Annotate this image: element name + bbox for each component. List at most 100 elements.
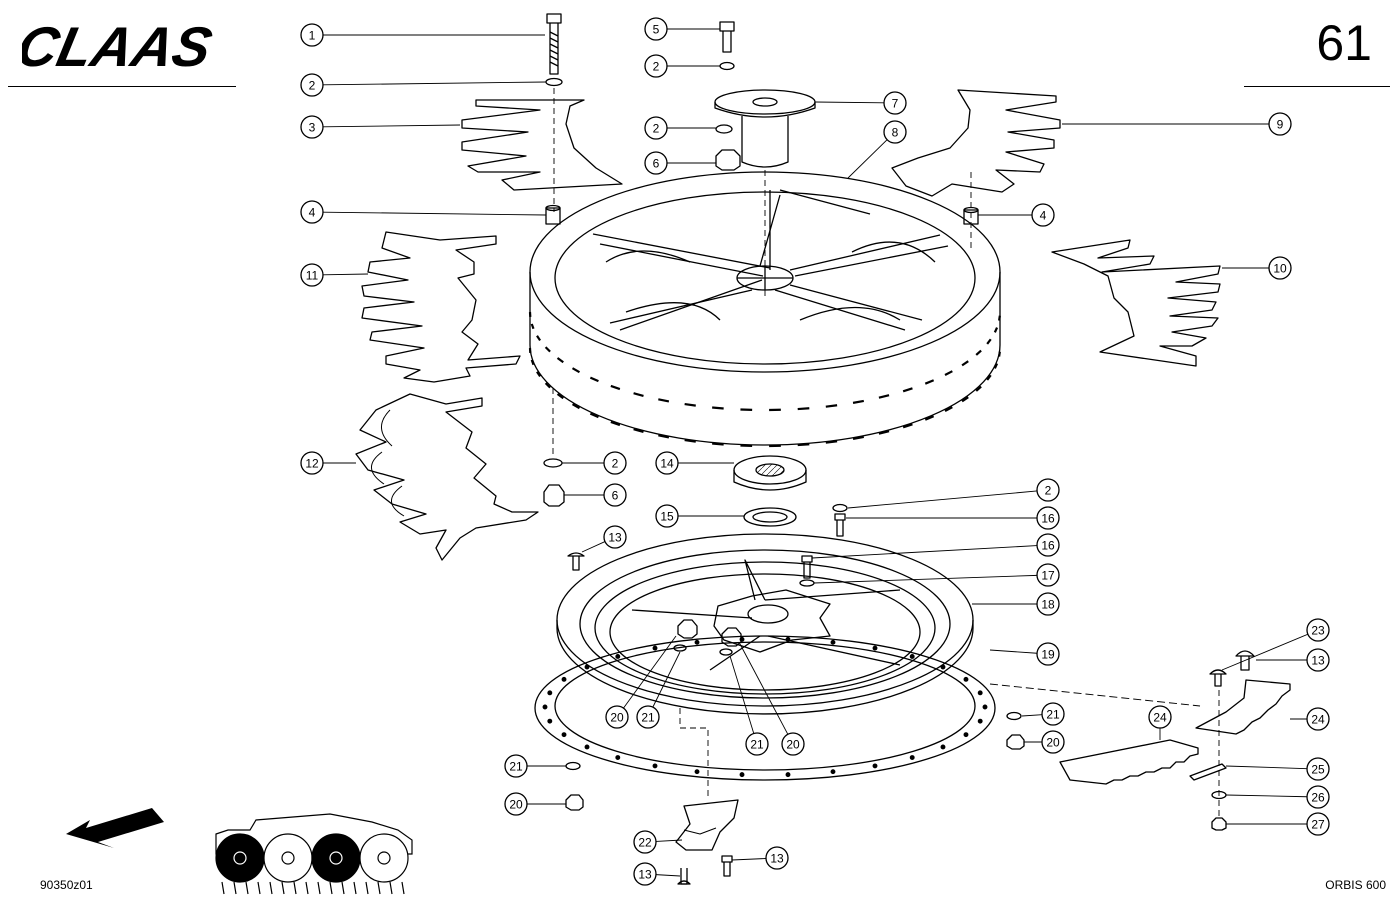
callout-15: 15 bbox=[655, 504, 679, 528]
callout-5: 5 bbox=[644, 17, 668, 41]
callout-number: 19 bbox=[1041, 648, 1055, 662]
callout-21: 21 bbox=[504, 754, 528, 778]
ring-bolt-hole bbox=[652, 645, 658, 651]
ring-bolt-hole bbox=[561, 732, 567, 738]
callout-circle bbox=[1268, 256, 1292, 280]
callout-number: 18 bbox=[1041, 598, 1055, 612]
wheel-slot bbox=[684, 439, 696, 443]
seal-ring-15 bbox=[743, 507, 797, 527]
brand-text: CLAAS bbox=[22, 18, 218, 74]
callout-circle bbox=[633, 830, 657, 854]
star-hub bbox=[713, 589, 831, 653]
ring-bolt-hole bbox=[561, 676, 567, 682]
callout-leader-line bbox=[811, 545, 1038, 559]
ring-bolt-hole bbox=[982, 704, 988, 710]
wheel-slot bbox=[556, 357, 564, 364]
blade-24-right bbox=[1195, 679, 1291, 735]
callout-13: 13 bbox=[765, 846, 789, 870]
wheel-slot bbox=[986, 338, 992, 345]
callout-number: 21 bbox=[750, 738, 764, 752]
mounting-ring-19 bbox=[534, 635, 996, 781]
wheel-slot bbox=[878, 394, 890, 399]
wheel-slot bbox=[825, 440, 838, 444]
callout-circle bbox=[1036, 533, 1060, 557]
bolt-13-lower-right bbox=[721, 855, 733, 877]
callout-2: 2 bbox=[644, 116, 668, 140]
plate-25 bbox=[1189, 763, 1227, 781]
callout-number: 2 bbox=[1045, 484, 1052, 498]
callout-circle bbox=[300, 263, 324, 287]
wheel-slot bbox=[924, 415, 935, 421]
callout-number: 2 bbox=[612, 457, 619, 471]
wheel-slot bbox=[530, 323, 535, 330]
callout-leader-line bbox=[655, 839, 683, 842]
wheel-slot bbox=[825, 404, 838, 408]
callout-number: 20 bbox=[509, 798, 523, 812]
wheel-slot bbox=[571, 367, 581, 374]
callout-circle bbox=[1041, 702, 1065, 726]
ring-bolt-hole bbox=[872, 763, 878, 769]
callout-number: 25 bbox=[1311, 763, 1325, 777]
callout-circle bbox=[603, 483, 627, 507]
wheel-slot bbox=[852, 435, 865, 440]
callout-circle bbox=[781, 732, 805, 756]
wheel-slot bbox=[658, 398, 670, 403]
callout-23: 23 bbox=[1306, 618, 1330, 642]
callout-number: 21 bbox=[1046, 708, 1060, 722]
hub-flange-7 bbox=[714, 89, 816, 168]
wheel-slot bbox=[684, 403, 696, 407]
ring-bolt-hole bbox=[547, 718, 553, 724]
wheel-slot bbox=[536, 371, 542, 378]
callout-number: 4 bbox=[309, 206, 316, 220]
callout-circle bbox=[883, 120, 907, 144]
callout-circle bbox=[504, 754, 528, 778]
callout-number: 13 bbox=[1311, 654, 1325, 668]
callout-circle bbox=[1306, 757, 1330, 781]
ring-bolt-hole bbox=[830, 639, 836, 645]
bolt-1 bbox=[546, 13, 562, 75]
callout-circle bbox=[1031, 203, 1055, 227]
callout-circle bbox=[745, 732, 769, 756]
ring-bolt-hole bbox=[940, 744, 946, 750]
washer-2-lower bbox=[543, 458, 563, 468]
rotor-wheel-8 bbox=[529, 171, 1001, 446]
callout-leader-line bbox=[322, 81, 547, 86]
callout-circle bbox=[1036, 478, 1060, 502]
washer-21-left bbox=[565, 761, 581, 771]
model-name: ORBIS 600 bbox=[1325, 878, 1386, 892]
callout-14: 14 bbox=[655, 451, 679, 475]
header-rule-right bbox=[1244, 86, 1390, 87]
callout-circle bbox=[605, 705, 629, 729]
ring-bolt-hole bbox=[584, 664, 590, 670]
bolt-16a bbox=[834, 513, 846, 537]
callout-circle bbox=[603, 525, 627, 549]
callout-circle bbox=[1306, 785, 1330, 809]
callout-2: 2 bbox=[300, 73, 324, 97]
ring-bolt-hole bbox=[694, 639, 700, 645]
wheel-slot bbox=[610, 420, 621, 427]
callout-20: 20 bbox=[504, 792, 528, 816]
washer-2-right bbox=[832, 503, 848, 513]
callout-circle bbox=[644, 151, 668, 175]
blade-24-left bbox=[1059, 739, 1199, 785]
callout-leader-line bbox=[739, 643, 789, 735]
wheel-slot bbox=[571, 403, 581, 410]
callout-number: 2 bbox=[653, 60, 660, 74]
bolt-16b bbox=[801, 555, 813, 579]
washer-2 bbox=[545, 77, 563, 87]
callout-13: 13 bbox=[603, 525, 627, 549]
callout-leader-line bbox=[729, 655, 755, 734]
machine-thumbnail bbox=[215, 813, 413, 895]
wheel-slot bbox=[961, 360, 969, 367]
callout-circle bbox=[300, 73, 324, 97]
callout-number: 2 bbox=[653, 122, 660, 136]
callout-10: 10 bbox=[1268, 256, 1292, 280]
ring-bolt-hole bbox=[872, 645, 878, 651]
callout-13: 13 bbox=[633, 862, 657, 886]
wheel-slot bbox=[797, 407, 810, 411]
wheel-slot bbox=[633, 428, 644, 433]
callout-number: 13 bbox=[770, 852, 784, 866]
callout-circle bbox=[883, 91, 907, 115]
callout-leader-line bbox=[1021, 714, 1043, 717]
washer-21-right bbox=[1006, 711, 1022, 721]
